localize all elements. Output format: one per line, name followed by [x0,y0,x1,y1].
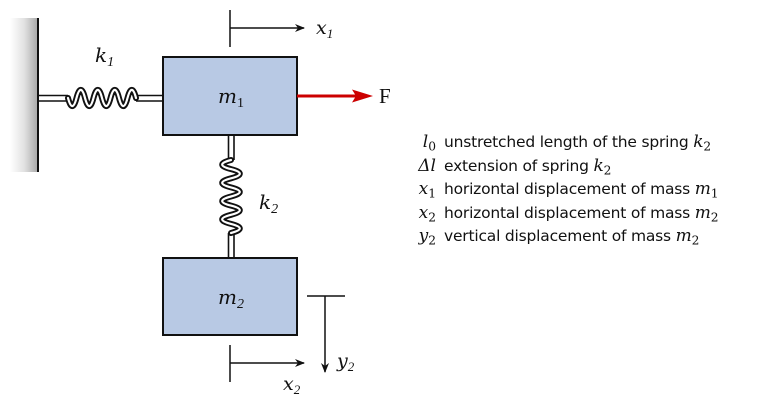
legend-description: horizontal displacement of mass m1 [444,179,719,201]
legend-description: horizontal displacement of mass m2 [444,202,719,224]
legend-item: x2 horizontal displacement of mass m2 [404,202,719,226]
symbol-legend: l0 unstretched length of the spring k2 Δ… [404,131,718,249]
legend-description: unstretched length of the spring k2 [444,132,711,154]
y2-label: y2 [336,350,355,374]
force-arrow [297,89,373,103]
mass-m2-label: m2 [218,285,244,312]
legend-item: x1 horizontal displacement of mass m1 [404,178,719,202]
fixed-wall [10,18,39,172]
x2-displacement-marker [229,345,305,382]
wall-hatch [10,18,38,172]
legend-symbol: x2 [418,202,436,224]
spring-k2 [219,135,243,258]
force-arrowhead-icon [352,89,373,103]
spring-k2-label: k2 [259,190,278,217]
mass-m1-label: m1 [218,84,244,111]
spring-k1 [38,86,163,110]
legend-item: y2 vertical displacement of mass m2 [404,225,718,249]
mass-m2 [162,257,298,336]
x1-displacement-marker [229,10,305,47]
legend-symbol: y2 [418,226,436,248]
legend-symbol: Δl [418,155,436,176]
legend-item: l0 unstretched length of the spring k2 [404,131,718,155]
x1-label: x1 [316,17,333,41]
legend-symbol: x1 [418,179,436,201]
spring-k1-label: k1 [95,43,114,70]
force-label: F [379,84,391,108]
legend-description: vertical displacement of mass m2 [444,226,700,248]
y2-displacement-marker [307,295,345,373]
legend-item: Δl extension of spring k2 [404,155,718,179]
x2-label: x2 [283,373,301,397]
legend-symbol: l0 [422,132,436,154]
legend-description: extension of spring k2 [444,155,612,177]
